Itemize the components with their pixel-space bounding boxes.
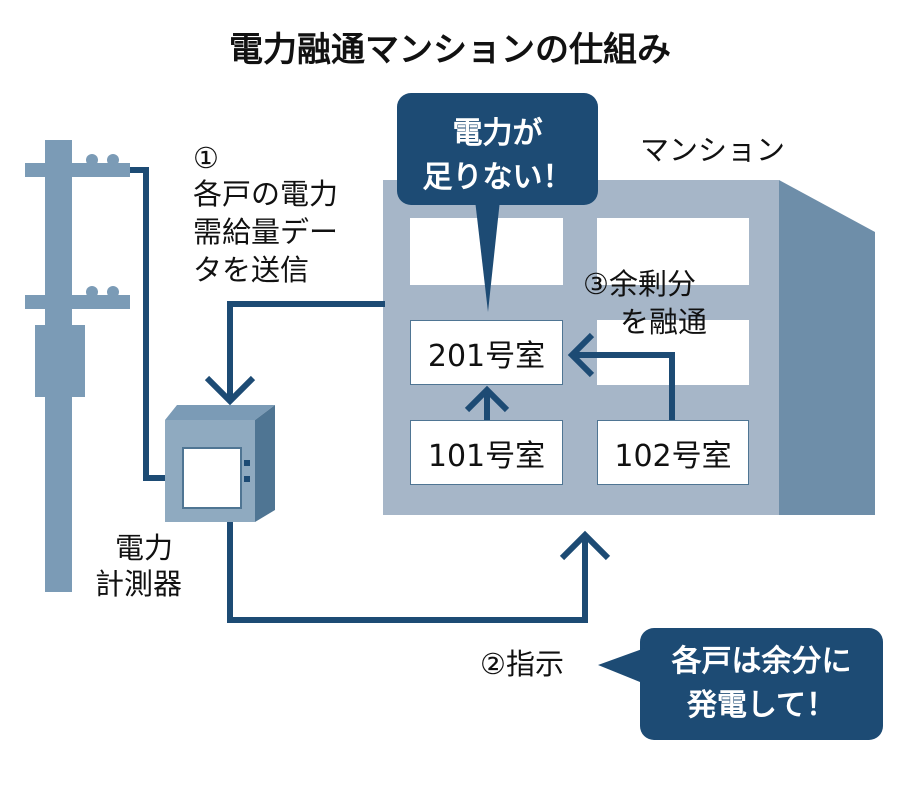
room-102: 102号室 bbox=[597, 420, 749, 485]
shortage-callout-line: 電力が bbox=[452, 116, 543, 151]
step2-label: ②指示 bbox=[480, 647, 564, 681]
step1-line: 各戸の電力 bbox=[193, 177, 339, 211]
utility-pole-icon bbox=[25, 140, 130, 592]
shortage-callout-bubble bbox=[397, 93, 598, 312]
power-transfer-arrows bbox=[464, 332, 675, 420]
instruction-callout-line: 発電して！ bbox=[686, 688, 837, 723]
step1-line: タを送信 bbox=[193, 253, 310, 287]
diagram-title: 電力融通マンションの仕組み bbox=[229, 30, 671, 70]
step3-line: を融通 bbox=[620, 305, 708, 339]
instruction-callout-line: 各戸は余分に bbox=[671, 644, 852, 679]
data-send-arrow bbox=[204, 301, 385, 406]
step1-number: ① bbox=[193, 141, 219, 175]
building-label: マンション bbox=[640, 133, 786, 167]
meter-label: 電力 bbox=[115, 531, 174, 565]
instruction-callout-bubble bbox=[598, 628, 883, 740]
meter-label: 計測器 bbox=[95, 567, 183, 601]
power-meter-icon bbox=[165, 405, 275, 522]
step3-line: ③余剰分 bbox=[583, 267, 696, 301]
room-101: 101号室 bbox=[410, 420, 563, 485]
room-201: 201号室 bbox=[410, 320, 563, 385]
instruction-arrow bbox=[227, 522, 611, 623]
shortage-callout-line: 足りない！ bbox=[422, 160, 573, 195]
step1-line: 需給量デー bbox=[193, 215, 339, 249]
pole-to-meter-wire bbox=[130, 167, 167, 481]
